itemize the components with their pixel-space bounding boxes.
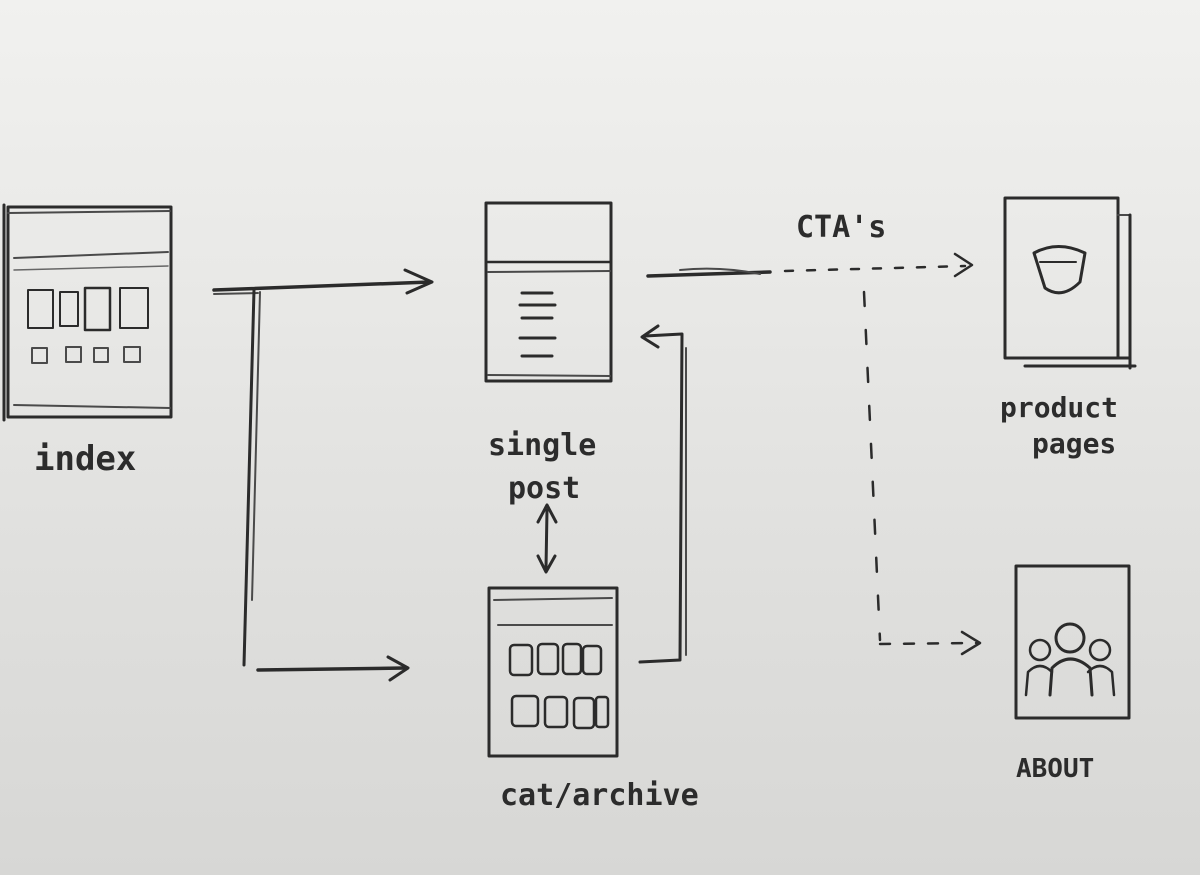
people-icon bbox=[1024, 622, 1116, 697]
product-pages-label-line1: product bbox=[1000, 391, 1118, 424]
single-post-wireframe-frame bbox=[484, 201, 613, 383]
single-post-label-line2: post bbox=[508, 471, 580, 506]
index-wireframe-frame bbox=[6, 205, 173, 419]
node-product-pages: product pages bbox=[1000, 196, 1137, 460]
shield-icon bbox=[1032, 245, 1087, 295]
node-cat-archive: cat/archive bbox=[487, 586, 699, 813]
product-pages-label-line2: pages bbox=[1032, 427, 1116, 460]
node-index: index bbox=[2, 203, 173, 479]
single-post-label-line1: single bbox=[488, 428, 596, 463]
node-about: ABOUT bbox=[1014, 564, 1131, 784]
index-label: index bbox=[34, 439, 136, 479]
about-wireframe-frame bbox=[1014, 564, 1131, 720]
product-pages-wireframe-frame bbox=[1003, 196, 1120, 360]
edge-cta-to-about bbox=[862, 290, 982, 656]
edge-single-post-cat-archive-bidirectional bbox=[536, 503, 558, 574]
about-label: ABOUT bbox=[1016, 754, 1094, 784]
cat-archive-label: cat/archive bbox=[500, 778, 699, 813]
cat-archive-wireframe-frame bbox=[487, 586, 619, 758]
edge-cat-archive-to-single-post bbox=[638, 324, 687, 664]
node-single-post: single post bbox=[484, 201, 613, 506]
cta-label: CTA's bbox=[796, 210, 886, 245]
edge-index-to-single-post bbox=[212, 268, 434, 295]
edge-single-post-to-product-pages bbox=[646, 252, 974, 278]
edge-index-to-cat-archive bbox=[242, 288, 410, 682]
